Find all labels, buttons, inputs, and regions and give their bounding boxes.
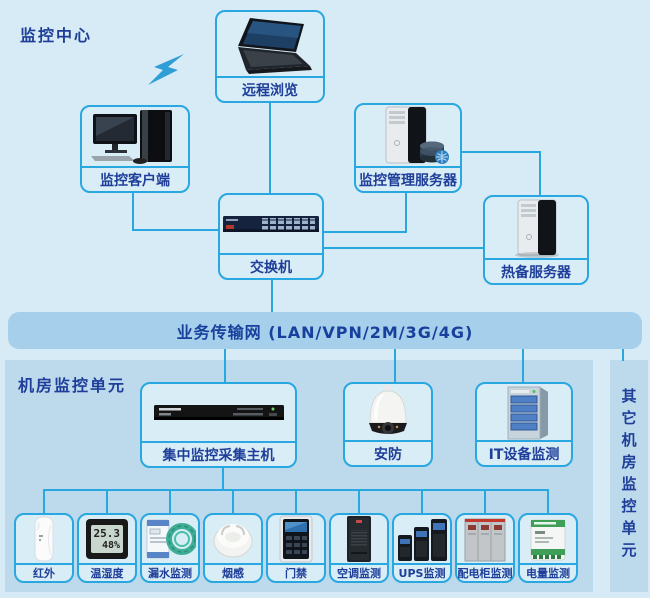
node-label: 电量监测: [520, 563, 576, 581]
node-switch: 交换机: [218, 193, 324, 280]
node-label: 监控管理服务器: [356, 166, 460, 191]
server-rack-icon: [477, 384, 571, 440]
node-sensor-ups: UPS监测: [392, 513, 452, 583]
node-client: 监控客户端: [80, 105, 190, 193]
node-sensor-air-conditioner: 空调监测: [329, 513, 389, 583]
node-sensor-temp-humidity: 25.3 48% 温湿度: [77, 513, 137, 583]
node-remote-browse: 远程浏览: [215, 10, 325, 103]
access-control-icon: [268, 515, 324, 563]
transport-network-banner: 业务传输网 (LAN/VPN/2M/3G/4G): [8, 312, 642, 349]
node-label: 热备服务器: [485, 258, 587, 283]
node-label: IT设备监测: [477, 440, 571, 465]
node-sensor-smoke: 烟感: [203, 513, 263, 583]
temperature-value: 25.3: [93, 526, 121, 540]
node-label: 集中监控采集主机: [142, 441, 295, 466]
thermo-hygrometer-icon: 25.3 48%: [79, 515, 135, 563]
other-room-unit-panel: 其它机房监控单元: [610, 360, 648, 592]
node-sensor-access-control: 门禁: [266, 513, 326, 583]
node-label: 安防: [345, 440, 431, 465]
laptop-icon: [217, 12, 323, 76]
network-switch-icon: [220, 195, 322, 253]
energy-meter-icon: [520, 515, 576, 563]
node-sensor-power-cabinet: 配电柜监测: [455, 513, 515, 583]
node-label: 烟感: [205, 563, 261, 581]
air-conditioner-icon: [331, 515, 387, 563]
node-label: 漏水监测: [142, 563, 198, 581]
node-label: 远程浏览: [217, 76, 323, 101]
other-room-unit-label: 其它机房监控单元: [619, 388, 638, 564]
room-unit-title: 机房监控单元: [18, 376, 127, 395]
node-mgmt-server: 监控管理服务器: [354, 103, 462, 193]
lightning-icon: [148, 54, 184, 85]
node-sensor-energy-meter: 电量监测: [518, 513, 578, 583]
node-label: 温湿度: [79, 563, 135, 581]
humidity-value: 48%: [101, 539, 120, 551]
node-collector: 集中监控采集主机: [140, 382, 297, 468]
node-standby-server: 热备服务器: [483, 195, 589, 285]
node-it-monitor: IT设备监测: [475, 382, 573, 467]
monitoring-center-title: 监控中心: [20, 26, 93, 45]
node-label: 监控客户端: [82, 166, 188, 191]
server-tower-icon: [485, 197, 587, 258]
node-label: UPS监测: [394, 563, 450, 581]
smoke-detector-icon: [205, 515, 261, 563]
ups-icon: [394, 515, 450, 563]
dome-camera-icon: [345, 384, 431, 440]
node-label: 配电柜监测: [457, 563, 513, 581]
node-label: 交换机: [220, 253, 322, 278]
rack-collector-icon: [142, 384, 295, 441]
node-sensor-water-leak: 漏水监测: [140, 513, 200, 583]
server-database-icon: [356, 105, 460, 166]
node-label: 空调监测: [331, 563, 387, 581]
pir-sensor-icon: [16, 515, 72, 563]
node-security: 安防: [343, 382, 433, 467]
desktop-computer-icon: [82, 107, 188, 166]
node-label: 门禁: [268, 563, 324, 581]
node-sensor-infrared: 红外: [14, 513, 74, 583]
water-leak-detector-icon: [142, 515, 198, 563]
node-label: 红外: [16, 563, 72, 581]
power-distribution-cabinet-icon: [457, 515, 513, 563]
